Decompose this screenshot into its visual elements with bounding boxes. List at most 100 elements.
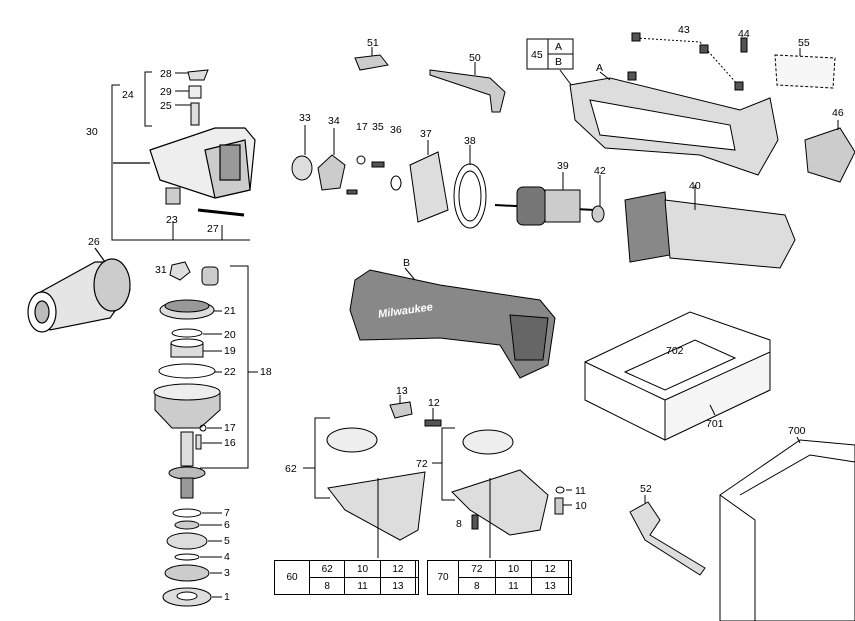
label-39: 39 xyxy=(557,160,569,172)
guard-62 xyxy=(327,471,426,541)
table70-cell: 11 xyxy=(494,577,533,595)
part-37 xyxy=(409,151,449,223)
label-40: 40 xyxy=(689,180,701,192)
part-17-upper xyxy=(356,155,366,165)
label-B: B xyxy=(403,257,411,269)
label-29: 29 xyxy=(160,86,172,98)
table70-cell: 8 xyxy=(458,577,496,595)
part-33 xyxy=(291,155,313,181)
label-20: 20 xyxy=(224,329,236,341)
part-35b xyxy=(346,189,358,195)
table60-cell: 12 xyxy=(379,560,417,578)
part-52-wrench xyxy=(629,501,706,576)
label-A-box: A xyxy=(555,41,563,53)
table60-cell xyxy=(415,560,419,578)
bracket-30 xyxy=(111,84,250,241)
part-4 xyxy=(174,553,200,561)
bracket-18 xyxy=(200,265,249,469)
label-62: 62 xyxy=(285,463,297,475)
part-55 xyxy=(774,54,836,89)
kit-table-60: 60 62 10 12 8 11 13 xyxy=(274,560,419,595)
carry-case-700 xyxy=(719,439,855,621)
label-8: 8 xyxy=(456,518,462,530)
part-44 xyxy=(740,37,748,53)
table70-cell: 13 xyxy=(531,577,569,595)
label-36: 36 xyxy=(390,124,402,136)
label-4: 4 xyxy=(224,551,230,563)
table70-cell: 10 xyxy=(494,560,533,578)
part-13 xyxy=(389,401,413,419)
bracket-24 xyxy=(144,71,152,127)
part-50 xyxy=(429,69,506,113)
label-5: 5 xyxy=(224,535,230,547)
guard-72-clamp xyxy=(462,429,514,455)
label-72: 72 xyxy=(416,458,428,470)
table70-cell: 72 xyxy=(458,560,496,578)
label-700: 700 xyxy=(788,425,806,437)
housing-half-B xyxy=(349,267,556,379)
label-21: 21 xyxy=(224,305,236,317)
table60-cell: 11 xyxy=(344,577,381,595)
label-B-box: B xyxy=(555,56,563,68)
part-16 xyxy=(195,434,202,450)
label-45: 45 xyxy=(531,49,543,61)
label-51: 51 xyxy=(367,37,379,49)
table70-id: 70 xyxy=(427,560,459,595)
part-22 xyxy=(158,363,216,379)
part-11 xyxy=(555,486,565,494)
table60-cell xyxy=(415,577,419,595)
part-20 xyxy=(171,328,203,338)
label-7: 7 xyxy=(224,507,230,519)
table60-cell: 13 xyxy=(379,577,417,595)
motor-stator-assembly xyxy=(624,185,796,269)
part-46 xyxy=(804,127,855,183)
guard-72 xyxy=(451,469,549,536)
part-8 xyxy=(471,514,479,530)
housing-half-A xyxy=(569,71,779,176)
screws-43 xyxy=(627,32,744,91)
spindle xyxy=(168,431,206,499)
label-38: 38 xyxy=(464,135,476,147)
part-34 xyxy=(317,154,346,191)
table60-id: 60 xyxy=(274,560,310,595)
label-17-upper: 17 xyxy=(356,121,368,133)
label-46: 46 xyxy=(832,107,844,119)
label-52: 52 xyxy=(640,483,652,495)
part-28 xyxy=(187,69,209,81)
carry-case-701 xyxy=(584,311,771,441)
part-51 xyxy=(354,54,389,71)
label-13: 13 xyxy=(396,385,408,397)
part-29-spring xyxy=(188,85,202,99)
label-23: 23 xyxy=(166,214,178,226)
label-A: A xyxy=(596,62,604,74)
label-25: 25 xyxy=(160,100,172,112)
label-35: 35 xyxy=(372,121,384,133)
label-37: 37 xyxy=(420,128,432,140)
label-17-lower: 17 xyxy=(224,422,236,434)
part-12 xyxy=(424,419,442,427)
table70-cell: 12 xyxy=(531,560,569,578)
part-36 xyxy=(390,175,402,191)
label-44: 44 xyxy=(738,28,750,40)
label-701: 701 xyxy=(706,418,724,430)
gear-head-housing xyxy=(113,127,256,199)
kit-table-70: 70 72 10 12 8 11 13 xyxy=(427,560,573,595)
part-23 xyxy=(165,187,181,205)
label-22: 22 xyxy=(224,366,236,378)
label-26: 26 xyxy=(88,236,100,248)
label-11: 11 xyxy=(575,485,586,497)
label-1: 1 xyxy=(224,591,230,603)
label-24: 24 xyxy=(122,89,134,101)
label-43: 43 xyxy=(678,24,690,36)
part-35 xyxy=(371,161,385,168)
label-16: 16 xyxy=(224,437,236,449)
table70-cell xyxy=(567,577,573,595)
label-34: 34 xyxy=(328,115,340,127)
part-25-pin xyxy=(190,102,200,126)
armature xyxy=(494,172,596,226)
part-5 xyxy=(166,532,208,550)
part-42 xyxy=(591,205,605,223)
label-50: 50 xyxy=(469,52,481,64)
label-10: 10 xyxy=(575,500,587,512)
